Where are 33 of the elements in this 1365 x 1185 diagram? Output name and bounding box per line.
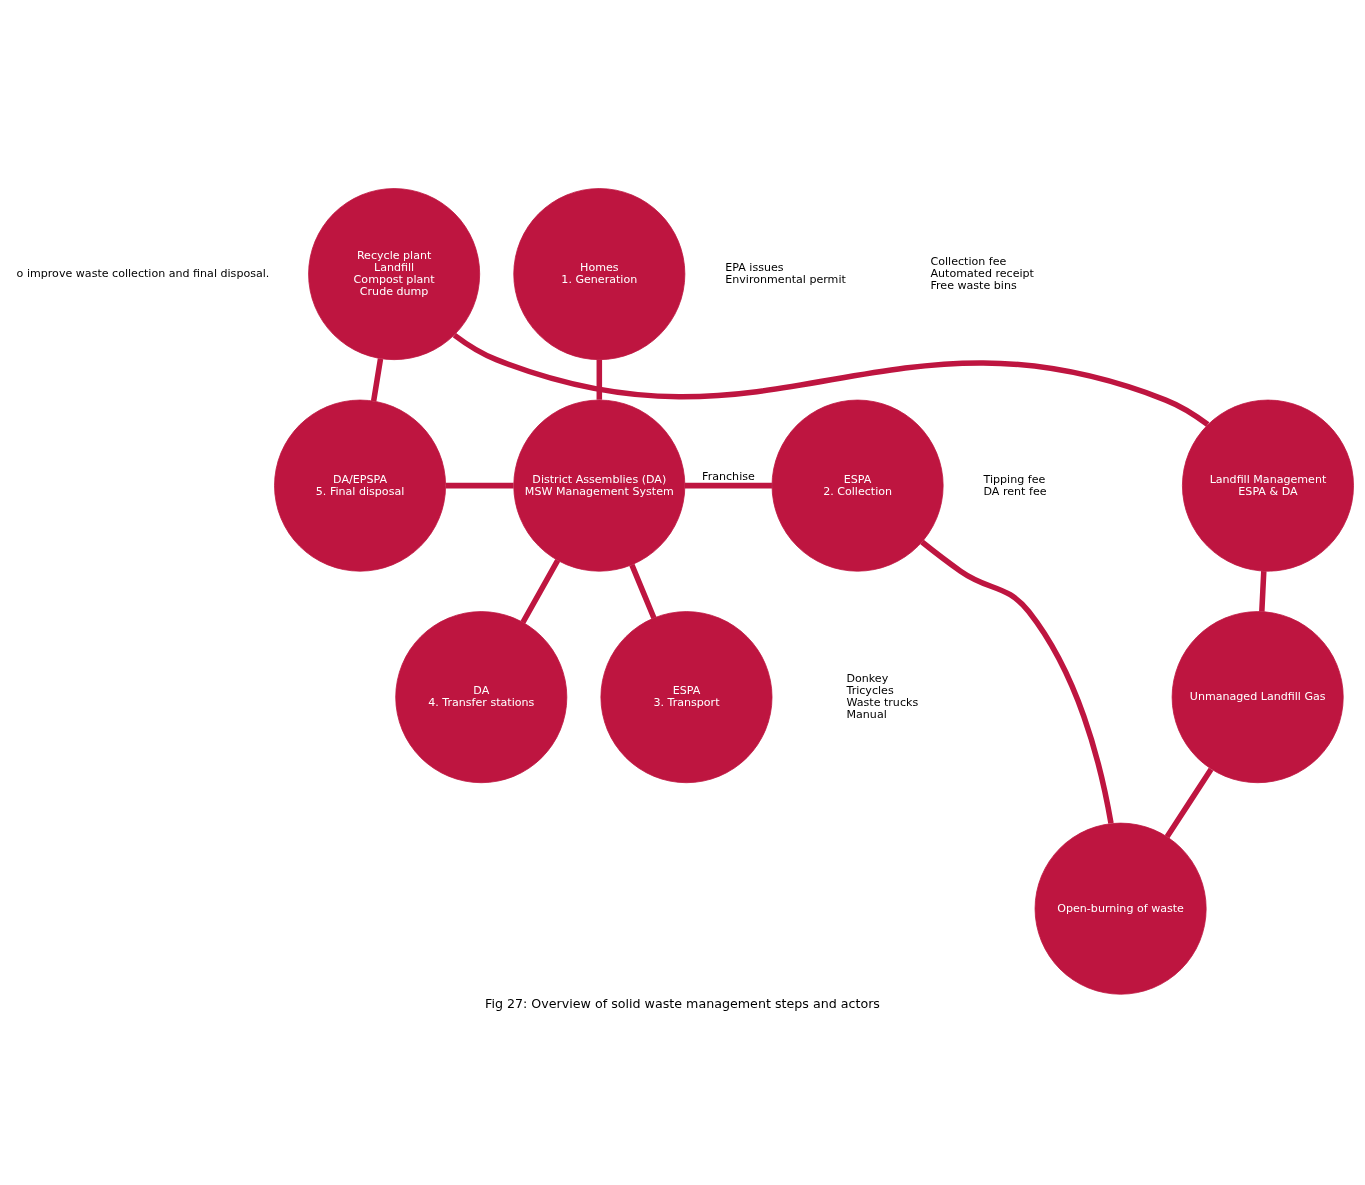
node-label: EPA issues bbox=[725, 260, 784, 274]
caption: Fig 27: Overview of solid waste management steps and actors bbox=[485, 995, 880, 1011]
node-circle: Homes 1. Generation bbox=[513, 187, 686, 360]
node-circle: District Assemblies (DA) MSW Management System bbox=[513, 399, 686, 572]
node-label: Waste trucks bbox=[846, 695, 919, 709]
node-circle: Recycle plant Landfill Compost plant Crude dump bbox=[308, 187, 481, 360]
node-label: Manual bbox=[846, 707, 887, 721]
node-label: Environmental permit bbox=[725, 272, 846, 286]
node-circle: ESPA 3. Transport bbox=[600, 610, 773, 783]
connector bbox=[629, 563, 657, 619]
node-circle: Open-burning of waste bbox=[1034, 822, 1207, 995]
node-label: Tipping fee bbox=[983, 472, 1046, 486]
node-circle: DA/EPSPA 5. Final disposal bbox=[274, 399, 446, 572]
node-circle: ESPA 2. Collection bbox=[771, 399, 944, 572]
node-circle: Landfill Management ESPA & DA bbox=[1182, 399, 1354, 572]
connector bbox=[452, 332, 1210, 427]
node-label: Collection fee bbox=[930, 254, 1007, 268]
connector bbox=[596, 359, 603, 400]
node-label: Free waste bins bbox=[930, 278, 1017, 292]
node-label: Tricycles bbox=[846, 683, 894, 697]
connector bbox=[920, 539, 1114, 824]
connector bbox=[520, 558, 561, 624]
connector bbox=[1259, 570, 1267, 612]
edge-label: Franchise bbox=[702, 469, 755, 483]
connector bbox=[684, 482, 772, 488]
connector bbox=[370, 357, 384, 401]
node-circle: DA 4. Transfer stations bbox=[395, 610, 568, 783]
node-label: Donkey bbox=[846, 671, 889, 685]
node-circle: Unmanaged Landfill Gas bbox=[1171, 610, 1344, 783]
connector bbox=[445, 482, 514, 488]
node-label: Automated receipt bbox=[930, 266, 1034, 280]
label: o improve waste collection and final disposal. bbox=[16, 266, 270, 280]
connector bbox=[1164, 767, 1214, 838]
